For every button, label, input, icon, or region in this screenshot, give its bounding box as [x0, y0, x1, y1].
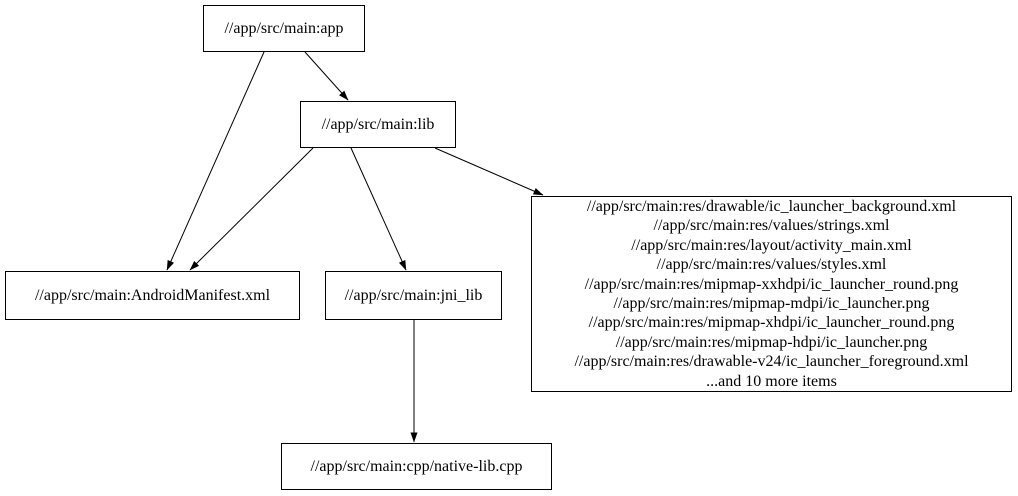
node-android-manifest-label: //app/src/main:AndroidManifest.xml — [34, 286, 271, 304]
res-file-line: //app/src/main:res/drawable-v24/ic_launc… — [574, 353, 969, 371]
edge-app-to-lib — [304, 51, 349, 101]
node-native-lib-cpp: //app/src/main:cpp/native-lib.cpp — [281, 443, 552, 490]
node-jni-lib: //app/src/main:jni_lib — [325, 271, 502, 320]
node-android-manifest: //app/src/main:AndroidManifest.xml — [5, 271, 300, 320]
edge-lib-to-jni-lib — [350, 147, 407, 271]
node-lib-label: //app/src/main:lib — [321, 115, 435, 133]
res-file-line: //app/src/main:res/mipmap-xxhdpi/ic_laun… — [584, 275, 959, 293]
res-more-items-line: ...and 10 more items — [706, 372, 837, 390]
node-native-lib-cpp-label: //app/src/main:cpp/native-lib.cpp — [310, 457, 523, 475]
res-file-line: //app/src/main:res/mipmap-hdpi/ic_launch… — [615, 333, 928, 351]
res-file-line: //app/src/main:res/mipmap-mdpi/ic_launch… — [613, 295, 930, 312]
node-app: //app/src/main:app — [203, 5, 365, 52]
edge-lib-to-manifest — [189, 147, 314, 271]
res-file-line: //app/src/main:res/values/styles.xml — [656, 256, 887, 274]
res-file-line: //app/src/main:res/drawable/ic_launcher_… — [586, 197, 957, 215]
edge-app-to-manifest — [166, 51, 265, 271]
edge-lib-to-res — [434, 147, 544, 196]
res-file-line: //app/src/main:res/values/strings.xml — [653, 217, 890, 235]
res-file-line: //app/src/main:res/mipmap-xhdpi/ic_launc… — [588, 314, 955, 332]
node-app-label: //app/src/main:app — [224, 19, 344, 37]
node-res-group: //app/src/main:res/drawable/ic_launcher_… — [531, 196, 1012, 392]
res-file-line: //app/src/main:res/layout/activity_main.… — [631, 236, 912, 254]
node-jni-lib-label: //app/src/main:jni_lib — [344, 286, 483, 304]
node-lib: //app/src/main:lib — [300, 101, 456, 148]
